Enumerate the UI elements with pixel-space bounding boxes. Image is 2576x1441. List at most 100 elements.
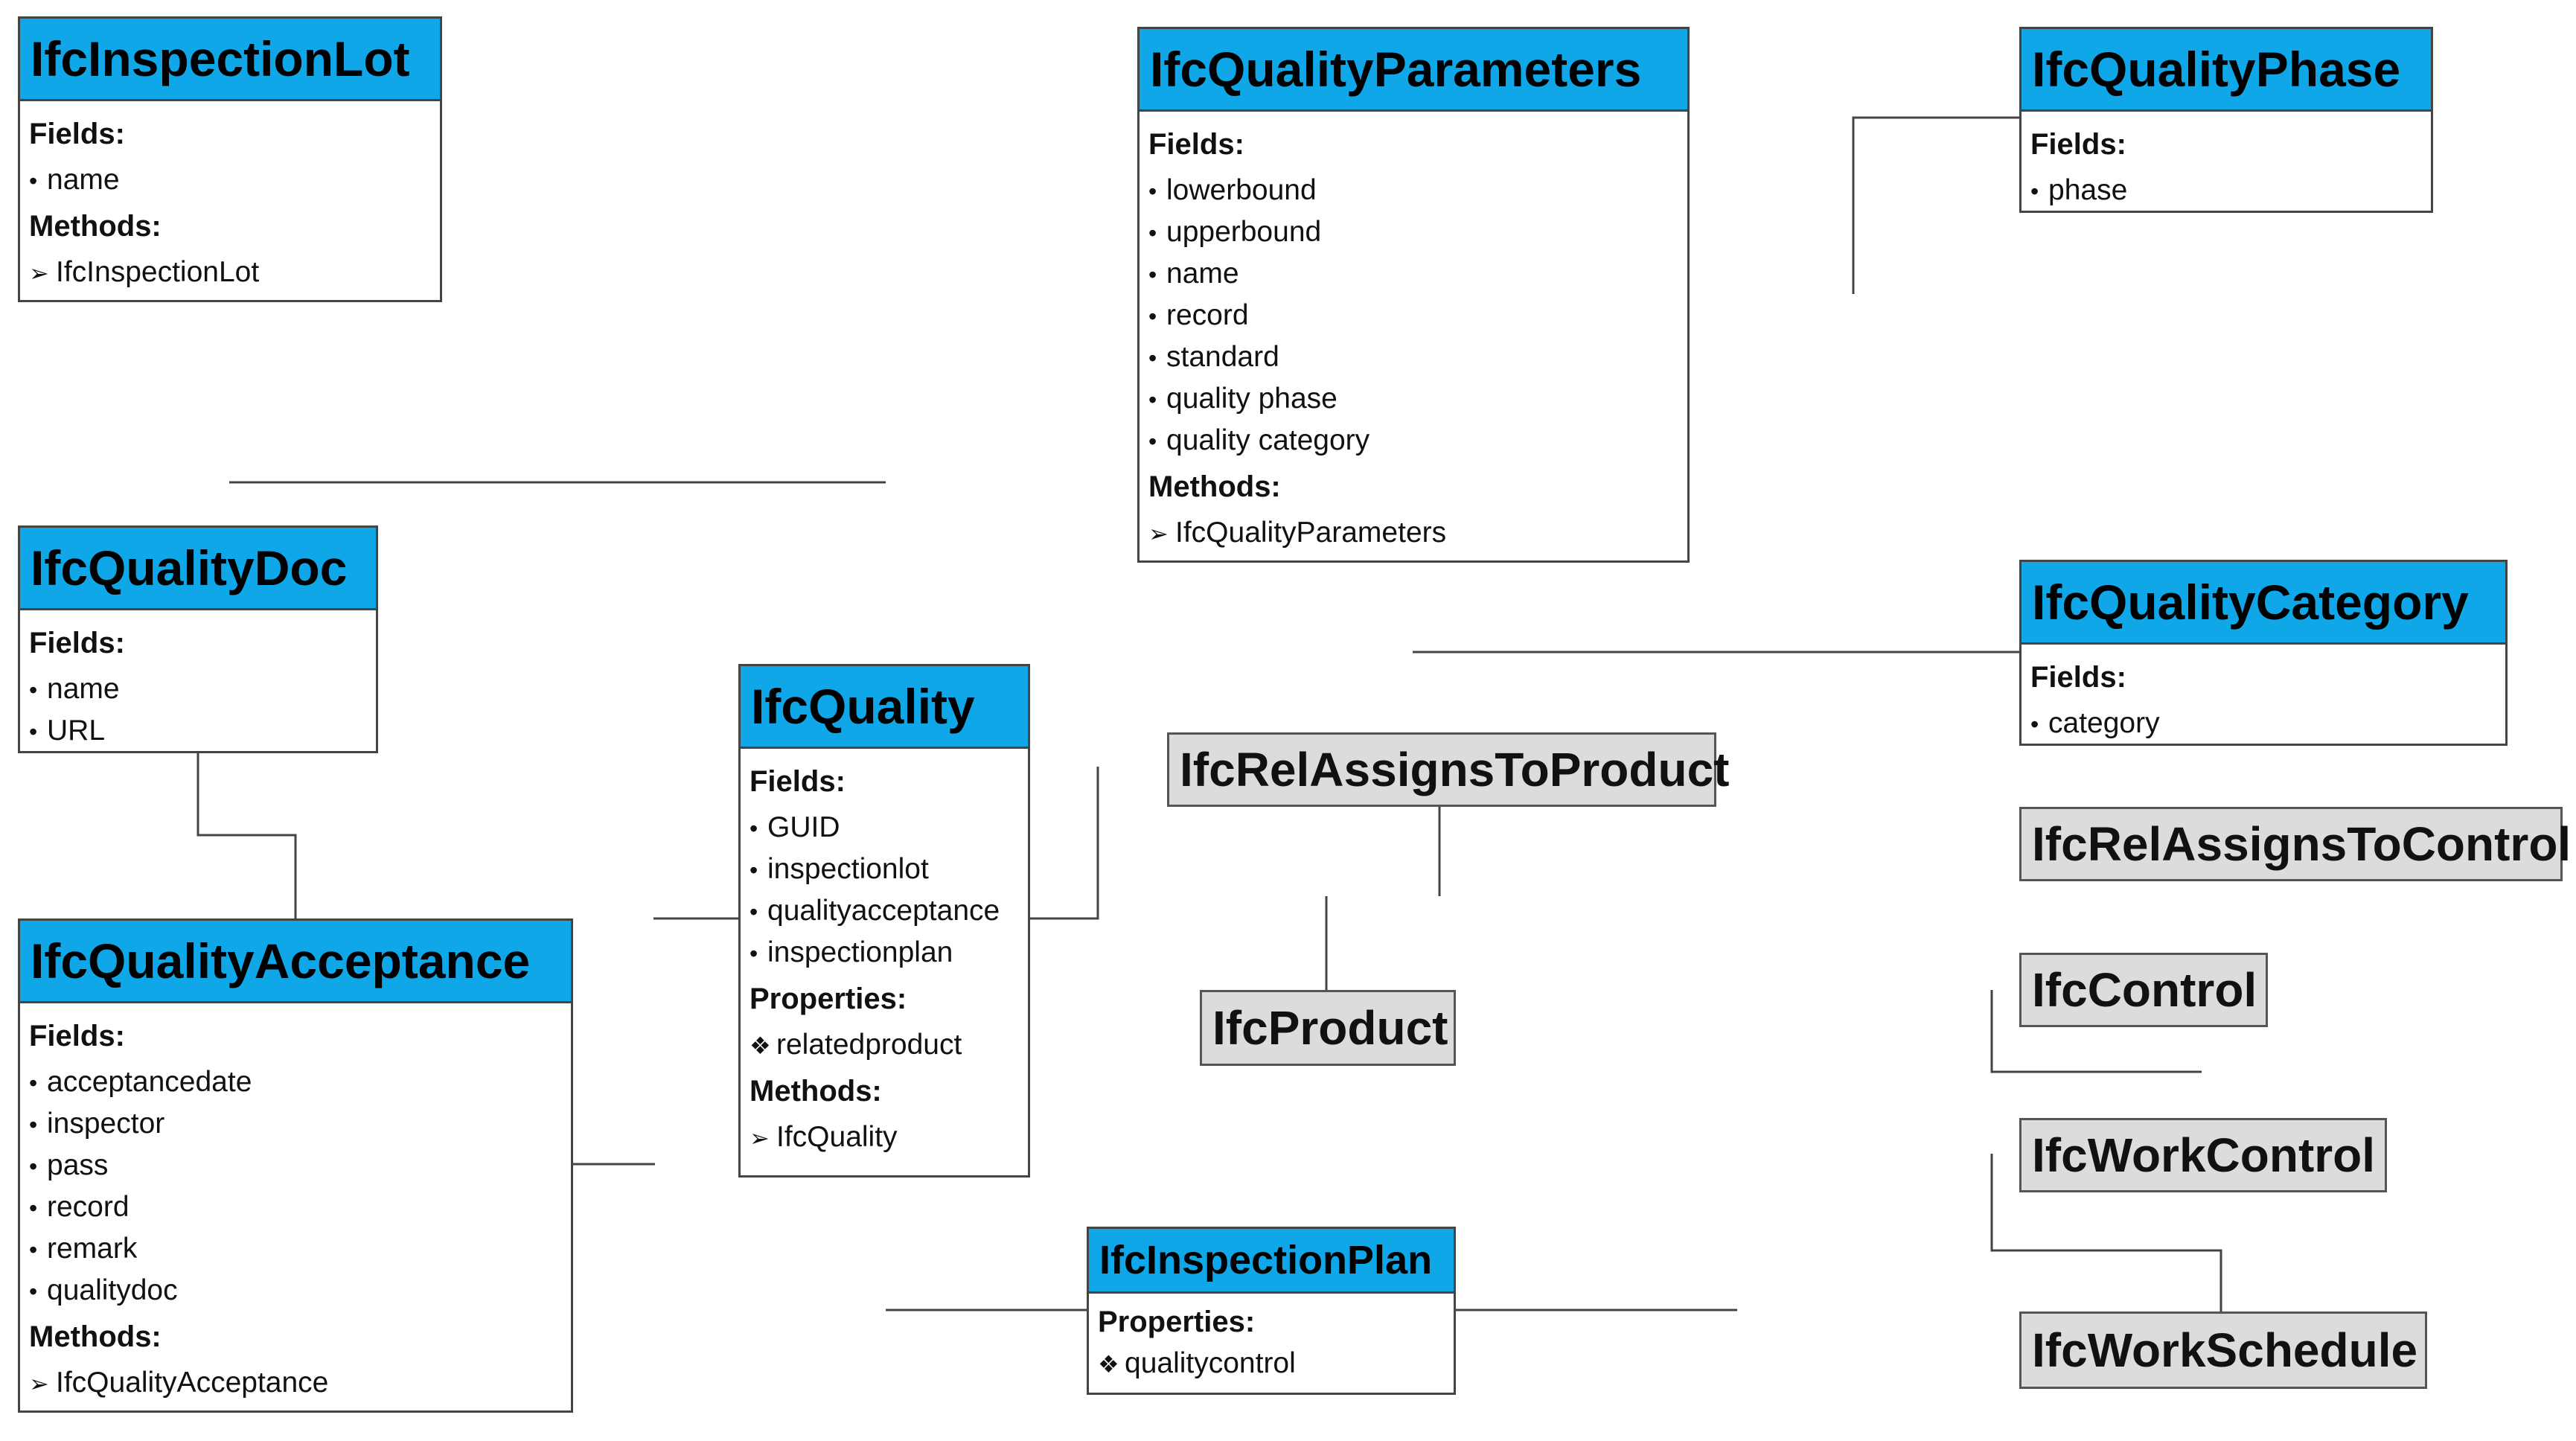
bullet-icon: • — [1148, 303, 1157, 330]
field-item: •quality phase — [1148, 378, 1678, 420]
field-name: quality category — [1166, 424, 1370, 456]
entity-ifc-control: IfcControl — [2019, 953, 2268, 1027]
diamond-bullet-icon: ❖ — [1098, 1351, 1119, 1378]
field-item: • qualitydoc — [29, 1270, 562, 1311]
field-name: phase — [2048, 174, 2128, 206]
class-title: IfcQualityDoc — [20, 528, 376, 610]
bullet-icon: • — [1148, 428, 1157, 455]
bullet-icon: • — [1148, 386, 1157, 413]
class-title: IfcInspectionPlan — [1089, 1229, 1454, 1294]
field-name: remark — [47, 1233, 138, 1265]
field-name: acceptancedate — [47, 1066, 252, 1098]
field-item: • name — [1148, 253, 1678, 295]
field-name: qualitydoc — [47, 1274, 178, 1306]
field-item: •inspector — [29, 1103, 562, 1145]
fields-label: Fields: — [29, 627, 125, 659]
fields-label: Fields: — [29, 118, 125, 150]
method-item: ➢ IfcQualityAcceptance — [29, 1362, 562, 1404]
fields-label: Fields: — [2030, 128, 2126, 161]
method-name: IfcQualityParameters — [1175, 517, 1447, 549]
method-name: IfcInspectionLot — [56, 256, 260, 288]
field-name: standard — [1166, 341, 1279, 373]
bullet-icon: • — [29, 1195, 38, 1221]
class-title: IfcQualityAcceptance — [20, 921, 571, 1003]
entity-ifc-rel-assigns-to-control: IfcRelAssignsToControl — [2019, 807, 2571, 881]
class-ifc-quality-doc: IfcQualityDoc Fields: •name •URL — [18, 525, 378, 753]
field-name: record — [47, 1191, 130, 1223]
field-name: GUID — [767, 811, 840, 843]
bullet-icon: • — [29, 1070, 38, 1096]
arrow-bullet-icon: ➢ — [29, 260, 49, 287]
field-name: inspectionlot — [767, 853, 929, 885]
bullet-icon: • — [750, 815, 758, 842]
bullet-icon: • — [29, 1278, 38, 1305]
field-item: • inspectionplan — [750, 932, 1019, 974]
bullet-icon: • — [29, 1111, 38, 1138]
field-item: • upperbound — [1148, 211, 1678, 253]
class-ifc-inspection-lot: IfcInspectionLot Fields: •name Methods: … — [18, 16, 442, 302]
methods-label: Methods: — [29, 210, 162, 243]
field-item: •category — [2030, 703, 2496, 744]
field-item: • inspectionlot — [750, 849, 1019, 890]
class-title: IfcInspectionLot — [20, 19, 440, 101]
property-item: ❖qualitycontrol — [1098, 1343, 1445, 1384]
field-name: qualityacceptance — [767, 895, 1000, 927]
method-name: IfcQuality — [776, 1121, 898, 1153]
methods-label: Methods: — [750, 1075, 882, 1108]
connector-line — [1030, 767, 1099, 920]
field-name: name — [1166, 258, 1239, 290]
bullet-icon: • — [1148, 220, 1157, 246]
field-item: •name — [29, 159, 431, 201]
bullet-icon: • — [750, 940, 758, 967]
field-item: •name — [29, 668, 367, 710]
arrow-bullet-icon: ➢ — [750, 1125, 770, 1151]
field-item: • lowerbound — [1148, 170, 1678, 211]
class-ifc-inspection-plan: IfcInspectionPlan Properties: ❖qualityco… — [1087, 1227, 1456, 1395]
bullet-icon: • — [1148, 261, 1157, 288]
property-name: qualitycontrol — [1125, 1347, 1296, 1379]
method-item: ➢ IfcInspectionLot — [29, 252, 431, 293]
field-item: • quality category — [1148, 420, 1678, 461]
field-item: •URL — [29, 710, 367, 752]
methods-label: Methods: — [29, 1320, 162, 1353]
class-title: IfcQualityParameters — [1140, 29, 1687, 112]
entity-ifc-rel-assigns-to-product: IfcRelAssignsToProduct — [1167, 732, 1729, 807]
connector-line — [196, 753, 297, 918]
arrow-bullet-icon: ➢ — [29, 1370, 49, 1397]
class-ifc-quality-phase: IfcQualityPhase Fields: • phase — [2019, 27, 2433, 213]
properties-label: Properties: — [750, 982, 907, 1015]
field-item: •pass — [29, 1145, 562, 1186]
class-title: IfcQuality — [741, 666, 1028, 749]
method-item: ➢IfcQualityParameters — [1148, 512, 1678, 554]
bullet-icon: • — [1148, 178, 1157, 205]
field-item: •record — [1148, 295, 1678, 336]
class-ifc-quality-parameters: IfcQualityParameters Fields: • lowerbound… — [1137, 27, 1690, 563]
bullet-icon: • — [2030, 178, 2039, 205]
class-title: IfcQualityPhase — [2022, 29, 2431, 112]
properties-label: Properties: — [1098, 1306, 1256, 1338]
bullet-icon: • — [29, 167, 38, 194]
entity-ifc-work-schedule: IfcWorkSchedule — [2019, 1311, 2427, 1389]
bullet-icon: • — [29, 1153, 38, 1180]
property-item: ❖relatedproduct — [750, 1024, 1019, 1066]
fields-label: Fields: — [1148, 128, 1244, 161]
class-title: IfcQualityCategory — [2022, 562, 2505, 645]
field-name: upperbound — [1166, 216, 1322, 248]
bullet-icon: • — [29, 1236, 38, 1263]
diamond-bullet-icon: ❖ — [750, 1032, 771, 1059]
field-name: category — [2048, 707, 2160, 739]
class-ifc-quality-category: IfcQualityCategory Fields: •category — [2019, 560, 2508, 746]
bullet-icon: • — [750, 857, 758, 884]
field-item: • record — [29, 1186, 562, 1228]
field-item: •qualityacceptance — [750, 890, 1019, 932]
class-ifc-quality: IfcQuality Fields: •GUID •inspectionlot … — [738, 664, 1030, 1178]
field-item: • GUID — [750, 807, 1019, 849]
arrow-bullet-icon: ➢ — [1148, 520, 1169, 547]
field-name: name — [47, 673, 120, 705]
field-name: lowerbound — [1166, 174, 1317, 206]
method-name: IfcQualityAcceptance — [56, 1367, 329, 1399]
method-item: ➢IfcQuality — [750, 1116, 1019, 1158]
field-name: inspectionplan — [767, 936, 953, 968]
connector-line — [1852, 116, 2019, 294]
